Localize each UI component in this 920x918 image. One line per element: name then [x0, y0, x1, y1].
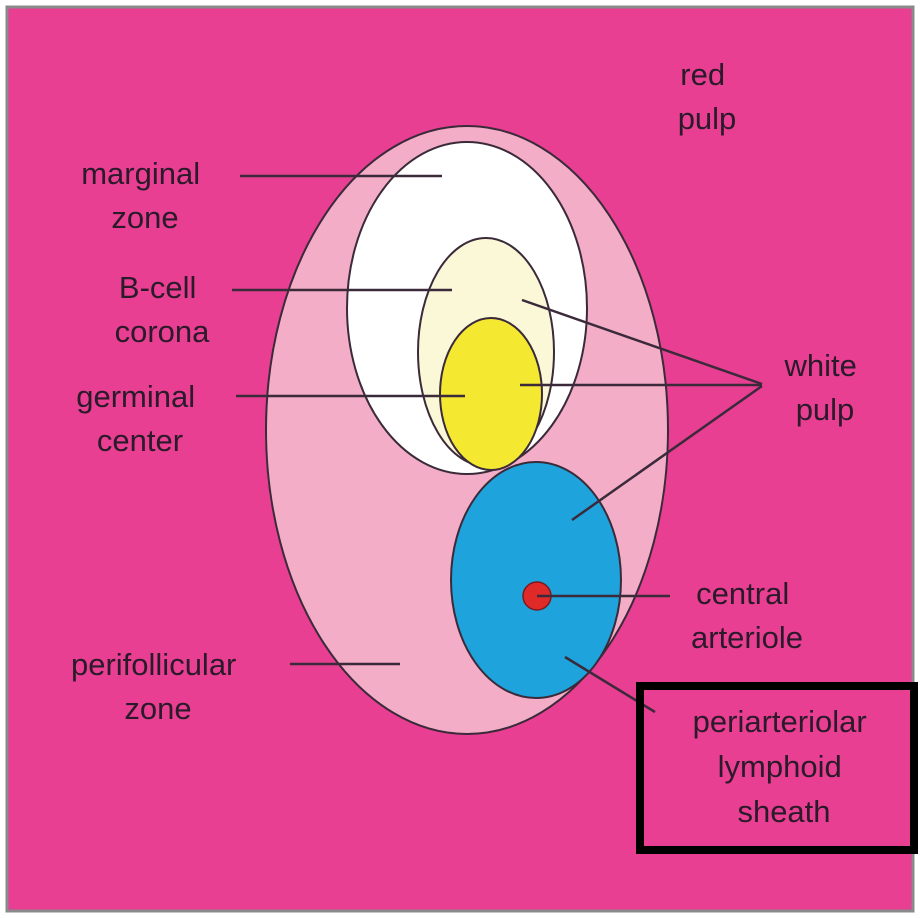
pals-region [451, 462, 621, 698]
germinal-center-region [440, 318, 542, 470]
